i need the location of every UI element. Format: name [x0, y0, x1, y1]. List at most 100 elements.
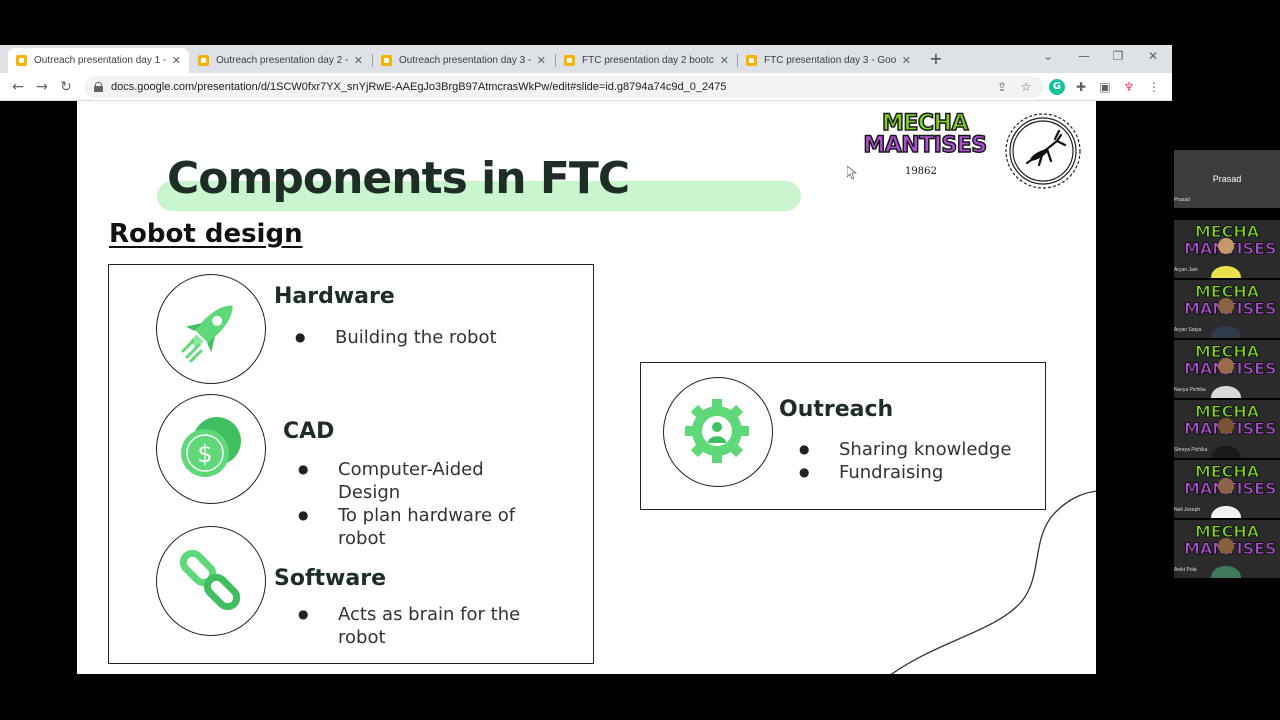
gear-person-icon: [685, 399, 749, 463]
side-panel-icon[interactable]: ▣: [1099, 80, 1111, 94]
slides-favicon-icon: [564, 55, 575, 66]
participant-video-icon: [1211, 358, 1241, 398]
close-window-icon[interactable]: ✕: [1147, 49, 1159, 63]
participant-label: Aryan Jain: [1174, 267, 1198, 273]
new-tab-button[interactable]: +: [929, 49, 943, 68]
tab-strip: Outreach presentation day 1 - Google Sli…: [0, 45, 1172, 73]
tab-title: Outreach presentation day 1 - Google Sli…: [34, 55, 166, 66]
tab-title: Outreach presentation day 2 - Google Sli…: [216, 55, 348, 66]
extensions-puzzle-icon[interactable]: ✚: [1075, 80, 1087, 94]
logo-line-2: MANTISES: [863, 133, 988, 158]
tab-title: FTC presentation day 3 - Google Slides: [764, 55, 896, 66]
outreach-heading: Outreach: [779, 397, 894, 422]
participant-label: Shreya Pichika: [1174, 447, 1208, 453]
browser-window: Outreach presentation day 1 - Google Sli…: [0, 45, 1172, 101]
address-bar[interactable]: docs.google.com/presentation/d/1SCW0fxr7…: [84, 76, 1044, 98]
slide-title: Components in FTC: [167, 153, 630, 204]
lock-icon: [94, 82, 103, 92]
outreach-icon-circle: [663, 377, 773, 487]
back-icon[interactable]: ←: [12, 79, 24, 95]
reload-icon[interactable]: ↻: [60, 79, 72, 95]
slides-favicon-icon: [381, 55, 392, 66]
participant-video-icon: [1211, 298, 1241, 338]
tab-separator: [555, 54, 556, 67]
software-bullets: Acts as brain for the robot: [298, 603, 538, 649]
decorative-curve: [890, 490, 1096, 674]
svg-text:$: $: [197, 440, 212, 468]
tab-close-icon[interactable]: ✕: [353, 55, 363, 67]
cad-bullet: Computer-Aided Design: [298, 458, 538, 504]
minimize-icon[interactable]: —: [1078, 49, 1090, 63]
software-icon-circle: [156, 526, 266, 636]
tab-separator: [372, 54, 373, 67]
participant-video-icon: [1211, 538, 1241, 578]
profile-icon[interactable]: ♆: [1123, 80, 1135, 94]
mouse-cursor-icon: [847, 166, 857, 180]
slides-favicon-icon: [198, 55, 209, 66]
slides-favicon-icon: [16, 55, 27, 66]
tab-title: Outreach presentation day 3 - Google Sli…: [399, 55, 531, 66]
participant-tile-self[interactable]: Prasad Prasad: [1174, 150, 1280, 208]
outreach-bullets: Sharing knowledge Fundraising: [799, 438, 1039, 484]
tab-title: FTC presentation day 2 bootcamp: [582, 55, 714, 66]
participant-video-icon: [1211, 418, 1241, 458]
presentation-slide: Components in FTC Robot design MECHA MAN…: [77, 101, 1096, 674]
hardware-bullet: Building the robot: [295, 326, 565, 349]
participant-label: Prasad: [1174, 197, 1190, 203]
mantis-seal-icon: [1005, 113, 1081, 189]
outreach-bullet: Fundraising: [799, 461, 1039, 484]
logo-line-1: MECHA: [881, 111, 969, 136]
participant-video-icon: [1211, 478, 1241, 518]
coins-icon: $: [181, 417, 241, 477]
team-number: 19862: [905, 166, 937, 177]
tab-close-icon[interactable]: ✕: [719, 55, 729, 67]
participant-name: Prasad: [1212, 174, 1242, 184]
software-bullet: Acts as brain for the robot: [298, 603, 538, 649]
cad-heading: CAD: [283, 419, 335, 444]
tab-outreach-day-2[interactable]: Outreach presentation day 2 - Google Sli…: [190, 48, 371, 73]
participant-label: Navya Pichika: [1174, 387, 1206, 393]
tab-ftc-day-2[interactable]: FTC presentation day 2 bootcamp ✕: [556, 48, 737, 73]
software-heading: Software: [274, 566, 386, 591]
restore-icon[interactable]: ❐: [1112, 49, 1124, 63]
tab-close-icon[interactable]: ✕: [901, 55, 911, 67]
chain-link-icon: [179, 549, 241, 611]
cad-bullet: To plan hardware of robot: [298, 504, 538, 550]
hardware-bullets: Building the robot: [295, 326, 565, 349]
browser-toolbar: ← → ↻ docs.google.com/presentation/d/1SC…: [0, 73, 1172, 101]
tab-separator: [737, 54, 738, 67]
tab-outreach-day-1[interactable]: Outreach presentation day 1 - Google Sli…: [8, 48, 189, 73]
participant-label: Aryan Satya: [1174, 327, 1202, 333]
team-logo: MECHA MANTISES: [858, 111, 992, 158]
bookmark-star-icon[interactable]: ☆: [1020, 80, 1032, 94]
outreach-bullet: Sharing knowledge: [799, 438, 1039, 461]
tab-close-icon[interactable]: ✕: [536, 55, 546, 67]
slide-subtitle: Robot design: [109, 219, 303, 249]
participant-label: Neil Joseph: [1174, 507, 1201, 513]
title-highlight: [157, 181, 801, 211]
hardware-heading: Hardware: [274, 284, 395, 309]
cad-icon-circle: $: [156, 394, 266, 504]
share-icon[interactable]: ⇪: [996, 80, 1008, 94]
grammarly-icon[interactable]: G: [1049, 79, 1065, 95]
participant-label: Anikt Pola: [1174, 567, 1197, 573]
menu-kebab-icon[interactable]: ⋮: [1148, 80, 1160, 94]
cad-bullets: Computer-Aided Design To plan hardware o…: [298, 458, 538, 550]
rocket-icon: [181, 305, 233, 363]
slides-favicon-icon: [746, 55, 757, 66]
hardware-icon-circle: [156, 274, 266, 384]
tab-outreach-day-3[interactable]: Outreach presentation day 3 - Google Sli…: [373, 48, 554, 73]
tab-ftc-day-3[interactable]: FTC presentation day 3 - Google Slides ✕: [738, 48, 919, 73]
tab-close-icon[interactable]: ✕: [171, 55, 181, 67]
url-text: docs.google.com/presentation/d/1SCW0fxr7…: [111, 81, 727, 93]
participant-video-icon: [1211, 238, 1241, 278]
tab-search-icon[interactable]: ⌄: [1042, 49, 1054, 63]
forward-icon[interactable]: →: [36, 79, 48, 95]
